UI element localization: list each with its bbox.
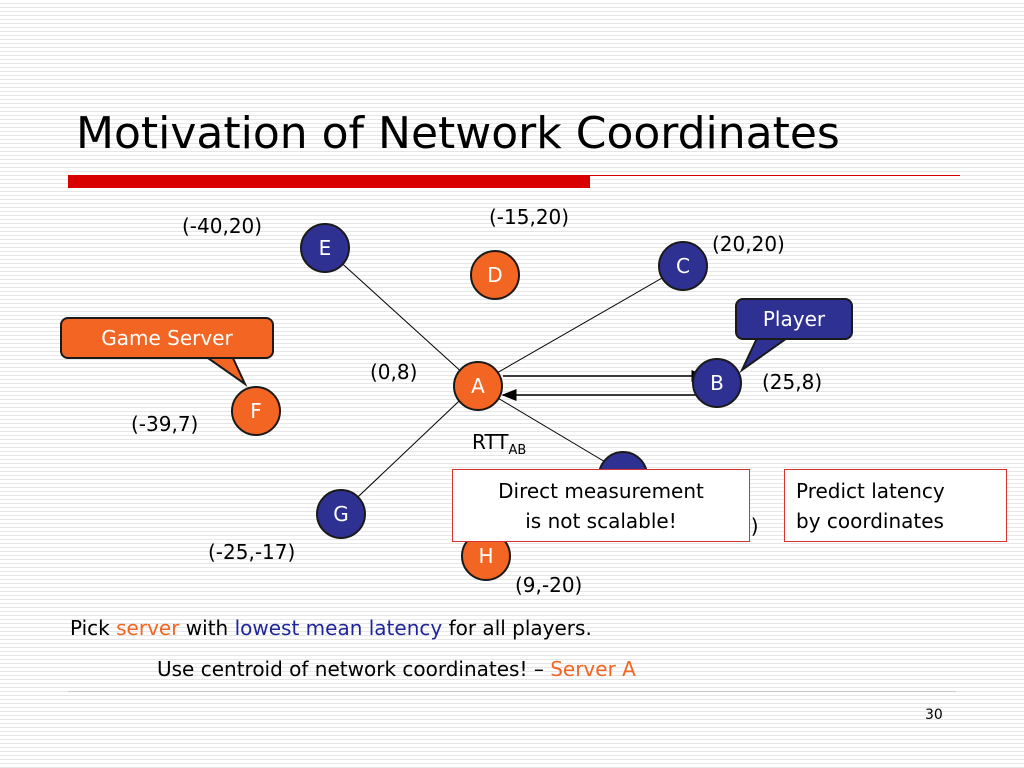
footer-divider bbox=[68, 691, 956, 692]
player-callout: Player bbox=[735, 298, 853, 340]
direct-measurement-line2: is not scalable! bbox=[525, 509, 677, 533]
node-a-label: A bbox=[471, 374, 485, 398]
player-callout-label: Player bbox=[762, 307, 826, 331]
rtt-label: RTTAB bbox=[472, 430, 526, 458]
coord-g: (-25,-17) bbox=[208, 540, 296, 564]
pick-server-text: Pick server with lowest mean latency for… bbox=[70, 616, 592, 640]
centroid-sentence: Use centroid of network coordinates! – bbox=[157, 657, 551, 681]
direct-measurement-box: Direct measurement is not scalable! bbox=[452, 469, 750, 542]
predict-latency-line1: Predict latency bbox=[796, 479, 945, 503]
edge-a-g bbox=[340, 384, 477, 514]
node-c-label: C bbox=[676, 254, 690, 278]
lowest-mean-latency-highlight: lowest mean latency bbox=[234, 616, 443, 640]
predict-latency-line2: by coordinates bbox=[796, 509, 944, 533]
game-server-callout-label: Game Server bbox=[101, 326, 233, 350]
coord-a: (0,8) bbox=[370, 360, 418, 384]
server-highlight: server bbox=[116, 616, 180, 640]
edge-a-c bbox=[475, 265, 684, 386]
node-h-label: H bbox=[478, 544, 494, 568]
coord-h: (9,-20) bbox=[515, 573, 583, 597]
node-f-label: F bbox=[250, 399, 262, 423]
coord-e: (-40,20) bbox=[182, 214, 263, 238]
centroid-text: Use centroid of network coordinates! – S… bbox=[157, 657, 636, 681]
node-b: B bbox=[692, 358, 742, 408]
with-text: with bbox=[179, 616, 235, 640]
coord-c: (20,20) bbox=[712, 232, 785, 256]
server-a-highlight: Server A bbox=[550, 657, 636, 681]
node-f: F bbox=[231, 386, 281, 436]
pick-text: Pick bbox=[70, 616, 117, 640]
for-all-players-text: for all players. bbox=[442, 616, 592, 640]
game-server-pointer bbox=[201, 355, 248, 387]
edge-a-i bbox=[475, 384, 623, 473]
node-e-label: E bbox=[318, 236, 332, 260]
coord-f: (-39,7) bbox=[131, 412, 199, 436]
slide-title: Motivation of Network Coordinates bbox=[76, 108, 840, 159]
title-underline-bar bbox=[68, 175, 590, 188]
rtt-main: RTT bbox=[472, 430, 509, 454]
title-underline-line bbox=[590, 175, 960, 176]
node-d: D bbox=[470, 250, 520, 300]
predict-latency-box: Predict latency by coordinates bbox=[784, 469, 1007, 542]
page-number: 30 bbox=[925, 707, 943, 723]
node-a: A bbox=[453, 361, 503, 411]
node-g: G bbox=[316, 489, 366, 539]
edge-a-e bbox=[324, 247, 477, 386]
node-e: E bbox=[300, 223, 350, 273]
coord-d: (-15,20) bbox=[489, 205, 570, 229]
node-g-label: G bbox=[333, 502, 349, 526]
game-server-callout: Game Server bbox=[60, 317, 274, 359]
coord-b: (25,8) bbox=[762, 370, 823, 394]
node-b-label: B bbox=[710, 371, 724, 395]
player-pointer bbox=[739, 335, 794, 374]
rtt-subscript: AB bbox=[508, 443, 527, 458]
direct-measurement-line1: Direct measurement bbox=[498, 479, 704, 503]
node-d-label: D bbox=[487, 263, 503, 287]
node-c: C bbox=[658, 241, 708, 291]
